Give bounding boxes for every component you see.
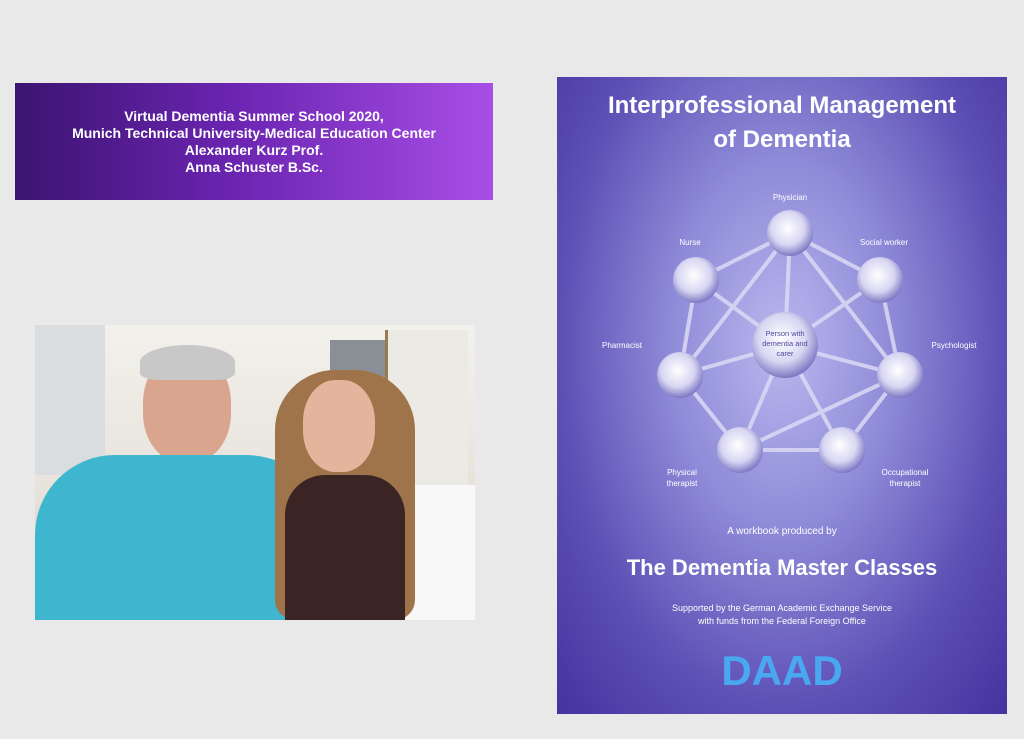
banner-line: Alexander Kurz Prof.	[184, 141, 324, 158]
series-title: The Dementia Master Classes	[626, 555, 938, 580]
label-social-worker: Social worker	[860, 238, 908, 247]
node-center	[752, 312, 818, 378]
label-pharmacist: Pharmacist	[602, 341, 643, 350]
node-social-worker	[857, 257, 903, 303]
label-physical: Physical	[667, 468, 697, 477]
daad-logo: DAAD	[721, 647, 843, 694]
node-physician	[767, 210, 813, 256]
team-diagram: Physician Nurse Social worker Pharmacist…	[602, 193, 978, 488]
workbook-text: A workbook produced by	[727, 526, 837, 537]
cover-title-line: of Dementia	[713, 126, 851, 153]
cover-title-line: Interprofessional Management	[607, 92, 957, 119]
center-label: carer	[776, 349, 794, 358]
node-nurse	[673, 257, 719, 303]
banner-line: Munich Technical University-Medical Educ…	[72, 124, 436, 141]
banner-line: Anna Schuster B.Sc.	[185, 158, 323, 175]
node-pharmacist	[657, 352, 703, 398]
banner-line: Virtual Dementia Summer School 2020,	[124, 107, 384, 124]
support-line: with funds from the Federal Foreign Offi…	[698, 616, 866, 626]
node-occupational-therapist	[819, 427, 865, 473]
node-physical-therapist	[717, 427, 763, 473]
label-psychologist: Psychologist	[932, 341, 978, 350]
support-text: Supported by the German Academic Exchang…	[557, 602, 1007, 628]
label-occupational-2: therapist	[890, 479, 921, 488]
label-physician: Physician	[773, 193, 807, 202]
support-line: Supported by the German Academic Exchang…	[671, 603, 893, 613]
diagram-nodes	[657, 210, 923, 473]
cover-title: Interprofessional Management of Dementia	[557, 89, 1007, 157]
title-banner: Virtual Dementia Summer School 2020, Mun…	[15, 83, 493, 200]
label-occupational: Occupational	[882, 468, 929, 477]
center-label: dementia and	[762, 339, 807, 348]
book-cover: Interprofessional Management of Dementia	[557, 77, 1007, 714]
center-label: Person with	[765, 329, 804, 338]
label-physical-2: therapist	[667, 479, 698, 488]
video-photo	[35, 325, 475, 620]
node-psychologist	[877, 352, 923, 398]
label-nurse: Nurse	[679, 238, 701, 247]
